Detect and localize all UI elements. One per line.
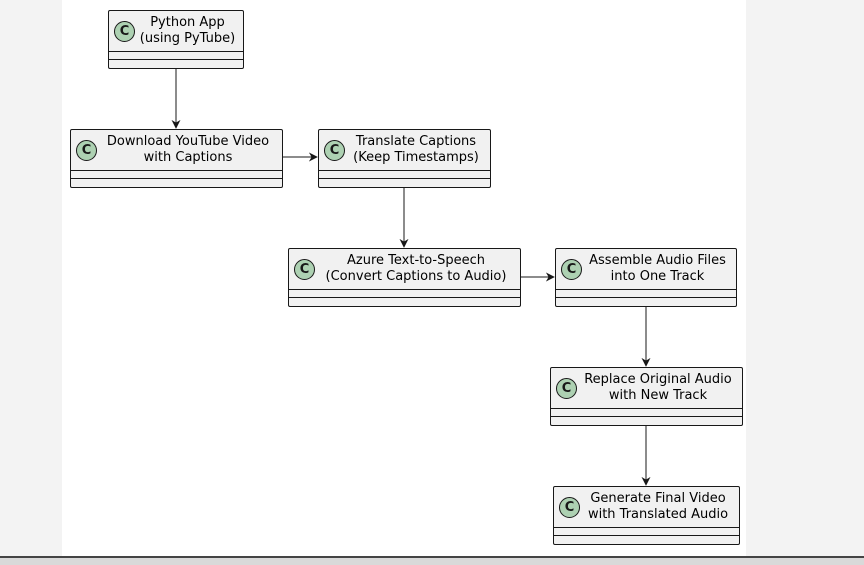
node-title: Python App (using PyTube): [139, 15, 236, 46]
node-title: Replace Original Audio with New Track: [584, 372, 732, 403]
class-c-icon: C: [114, 20, 135, 42]
node-replace-audio: C Replace Original Audio with New Track: [550, 367, 743, 426]
node-title: Azure Text-to-Speech (Convert Captions t…: [325, 253, 507, 284]
node-assemble-audio: C Assemble Audio Files into One Track: [555, 248, 737, 307]
node-title: Assemble Audio Files into One Track: [589, 253, 726, 284]
class-c-icon: C: [294, 258, 315, 280]
window-bottom-bar: [0, 556, 864, 565]
node-azure-tts: C Azure Text-to-Speech (Convert Captions…: [288, 248, 521, 307]
node-title: Translate Captions (Keep Timestamps): [353, 134, 479, 165]
node-title: Download YouTube Video with Captions: [106, 134, 270, 165]
class-c-icon: C: [556, 377, 577, 399]
class-c-icon: C: [76, 139, 97, 161]
node-python-app: C Python App (using PyTube): [108, 10, 244, 69]
class-c-icon: C: [559, 496, 580, 518]
class-c-icon: C: [324, 139, 345, 161]
node-translate-captions: C Translate Captions (Keep Timestamps): [318, 129, 491, 188]
class-c-icon: C: [561, 258, 582, 280]
node-download-video: C Download YouTube Video with Captions: [70, 129, 283, 188]
node-generate-video: C Generate Final Video with Translated A…: [553, 486, 740, 545]
node-title: Generate Final Video with Translated Aud…: [587, 491, 729, 522]
